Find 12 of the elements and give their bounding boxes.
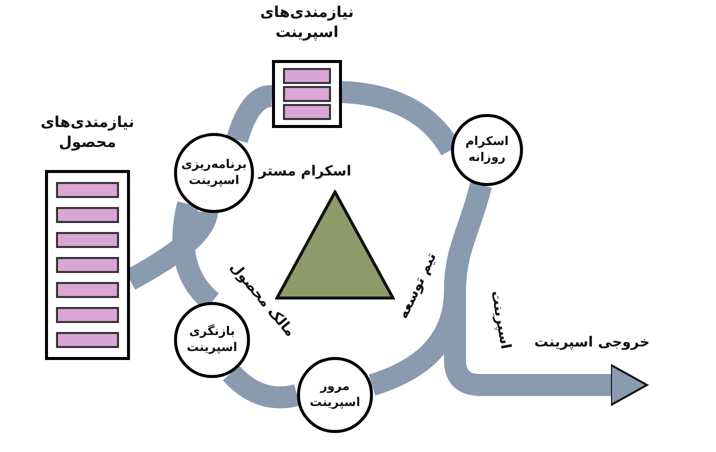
role-label: تیم توسعه [394,249,441,323]
event-label: برنامه‌ریزی اسپرینت [180,157,248,189]
edge-label: اسپرینت [486,289,514,351]
backlog-title: نیازمندی‌های محصول [40,112,136,154]
backlog-title: نیازمندی‌های اسپرینت [259,2,355,44]
pipe-connector [223,365,300,408]
role-label: خروجی اسپرینت [534,334,650,352]
event-label: مرور اسپرینت [308,379,362,411]
event-label: بازنگری اسپرینت [186,324,238,356]
triangle-shape [275,190,395,300]
role-label: اسکرام مستر [258,162,352,182]
event-label: اسکرام روزانه [464,134,510,166]
